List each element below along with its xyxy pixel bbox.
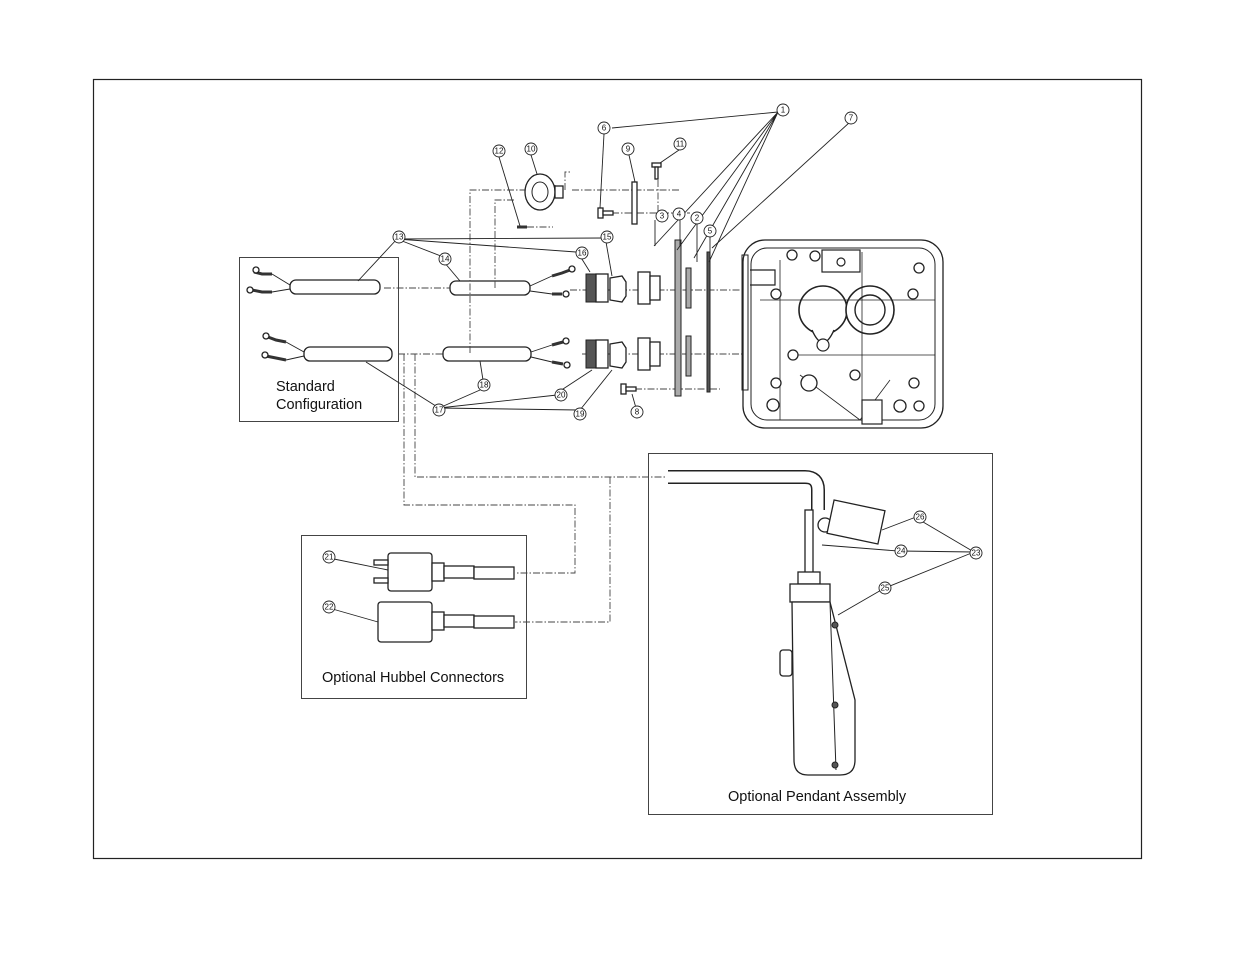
drawing-frame [94,80,1142,859]
callout-10: 10 [525,143,537,155]
callout-24: 24 [895,545,907,557]
callout-18: 18 [478,379,490,391]
screw-6 [598,208,613,218]
svg-text:22: 22 [325,603,334,612]
connector-21 [374,553,514,591]
svg-text:11: 11 [676,140,685,149]
callout-7: 7 [845,112,857,124]
callout-23: 23 [970,547,982,559]
callout-3: 3 [656,210,668,222]
svg-text:21: 21 [325,553,334,562]
svg-text:16: 16 [578,249,587,258]
svg-text:1: 1 [781,106,786,115]
callout-8: 8 [631,406,643,418]
svg-text:12: 12 [495,147,504,156]
callout-4: 4 [673,208,685,220]
screw-8 [621,384,636,394]
callout-6: 6 [598,122,610,134]
svg-text:15: 15 [603,233,612,242]
callout-12: 12 [493,145,505,157]
callout-26: 26 [914,511,926,523]
svg-text:9: 9 [626,145,631,154]
cable-18-middle [443,338,570,368]
callout-25: 25 [879,582,891,594]
svg-text:7: 7 [849,114,854,123]
pendant-control-25 [780,572,855,775]
callout-19: 19 [574,408,586,420]
callout-15: 15 [601,231,613,243]
callout-21: 21 [323,551,335,563]
standard-configuration-group: Standard Configuration [240,258,399,422]
gasket-plate [675,240,681,396]
svg-text:18: 18 [480,381,489,390]
svg-text:20: 20 [557,391,566,400]
callout-11: 11 [674,138,686,150]
svg-text:14: 14 [441,255,450,264]
callout-5: 5 [704,225,716,237]
callout-13: 13 [393,231,405,243]
callout-17: 17 [433,404,445,416]
svg-text:17: 17 [435,406,444,415]
housing-7 [742,240,943,428]
standard-label-line2: Configuration [276,397,362,413]
callout-9: 9 [622,143,634,155]
svg-text:19: 19 [576,410,585,419]
centerlines [384,172,760,622]
svg-text:26: 26 [916,513,925,522]
callout-16: 16 [576,247,588,259]
connector-22 [378,602,514,642]
standard-label-line1: Standard [276,379,335,395]
hubbel-label: Optional Hubbel Connectors [322,670,504,686]
svg-text:5: 5 [708,227,713,236]
screw-11 [652,163,661,179]
svg-text:3: 3 [660,212,665,221]
cable-17-lower [262,333,392,361]
svg-text:10: 10 [527,145,536,154]
hubbel-connectors-group: Optional Hubbel Connectors [302,536,527,699]
pendant-assembly-group: Optional Pendant Assembly [649,454,993,815]
callout-14: 14 [439,253,451,265]
small-plate-9 [632,182,637,224]
svg-text:23: 23 [972,549,981,558]
pendant-cable [668,477,885,580]
callout-2: 2 [691,212,703,224]
svg-text:4: 4 [677,210,682,219]
cable-13-upper [247,267,380,294]
svg-text:8: 8 [635,408,640,417]
tag-26 [827,500,885,544]
svg-text:25: 25 [881,584,890,593]
callout-20: 20 [555,389,567,401]
ring-part-10 [525,174,563,210]
svg-text:6: 6 [602,124,607,133]
svg-text:2: 2 [695,214,700,223]
cable-14-middle [450,266,575,297]
callout-22: 22 [323,601,335,613]
svg-text:24: 24 [897,547,906,556]
pendant-label: Optional Pendant Assembly [728,789,907,805]
callout-1: 1 [777,104,789,116]
svg-text:13: 13 [395,233,404,242]
